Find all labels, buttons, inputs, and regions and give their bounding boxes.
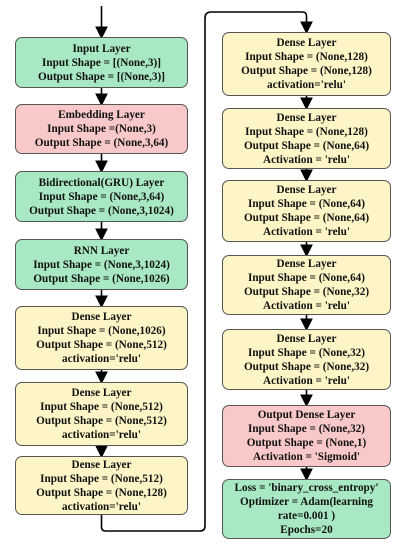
layer-detail: Output Shape = [(None,3)]	[38, 70, 165, 83]
layer-detail: Input Shape = (None,3,64)	[38, 190, 165, 203]
layer-detail: Output Shape = (None,3,64)	[34, 137, 169, 149]
layer-compile: Loss = 'binary_cross_entropy' Optimizer =…	[222, 479, 391, 539]
layer-detail: Output Shape = (None,32)	[243, 360, 370, 373]
layer-detail: Output Shape = (None,64)	[243, 139, 370, 152]
layer-detail: Activation = 'Sigmoid'	[252, 451, 361, 463]
layer-detail: Input Shape = (None,512)	[40, 401, 163, 413]
layer-detail: Output Shape = (None,3,1024)	[29, 204, 174, 217]
layer-detail: Activation = 'relu'	[263, 226, 350, 238]
layer-detail: Input Shape = (None,1026)	[37, 325, 166, 337]
layer-detail: Input Shape = (None,512)	[40, 472, 163, 485]
layer-title: Output Dense Layer	[257, 409, 356, 421]
layer-detail: Output Shape = (None,512)	[36, 415, 167, 427]
layer-title: Dense Layer	[276, 111, 337, 124]
layer-detail: Input Shape = (None,32)	[247, 423, 366, 435]
layer-detail: Output Shape = (None,32)	[243, 286, 370, 298]
layer-detail: Input Shape = (None,3,1024)	[33, 258, 170, 271]
layer-title: Dense Layer	[276, 184, 337, 196]
layer-title: Embedding Layer	[58, 109, 145, 121]
layer-title: Dense Layer	[276, 332, 337, 345]
layer-title: Dense Layer	[71, 387, 132, 399]
layer-title: Dense Layer	[71, 311, 132, 323]
layer-detail: Activation = 'relu'	[263, 153, 350, 166]
layer-detail: Loss = 'binary_cross_entropy'	[234, 482, 379, 494]
column-connector-arrow	[100, 11, 313, 532]
layer-detail: activation='relu'	[62, 353, 141, 365]
layer-title: RNN Layer	[73, 244, 130, 257]
layer-detail: Output Shape = (None,512)	[36, 339, 167, 351]
layer-title: Bidirectional(GRU) Layer	[38, 176, 165, 189]
layer-detail: Input Shape = (None,64)	[247, 198, 366, 210]
layer-detail: Output Shape = (None,128)	[36, 486, 167, 499]
layer-detail: Input Shape = (None,64)	[247, 272, 366, 284]
layer-title: Dense Layer	[276, 37, 337, 49]
layer-detail: activation='relu'	[62, 500, 141, 513]
layer-detail: Output Shape = (None,64)	[243, 212, 370, 224]
layer-detail: Input Shape = (None,128)	[245, 51, 368, 63]
layer-detail: Input Shape = (None,128)	[245, 125, 368, 138]
layer-detail: Input Shape =(None,3)	[47, 123, 156, 135]
layer-detail: Epochs=20	[280, 524, 333, 536]
layer-detail: Optimizer = Adam(learning rate=0.001 )	[240, 496, 373, 522]
layer-detail: activation='relu'	[267, 79, 346, 91]
layer-detail: Output Shape = (None,1)	[246, 437, 367, 449]
layer-detail: Input Shape = (None,32)	[247, 346, 366, 359]
layer-title: Dense Layer	[71, 458, 132, 471]
layer-detail: Input Shape = [(None,3)]	[42, 56, 161, 69]
layer-detail: Activation = 'relu'	[263, 374, 350, 387]
layer-detail: Output Shape = (None,1026)	[33, 272, 170, 285]
layer-title: Input Layer	[72, 42, 131, 55]
layer-detail: Activation = 'relu'	[263, 300, 350, 312]
layer-detail: Output Shape = (None,128)	[241, 65, 372, 77]
layer-title: Dense Layer	[276, 258, 337, 270]
layer-detail: activation='relu'	[62, 429, 141, 441]
